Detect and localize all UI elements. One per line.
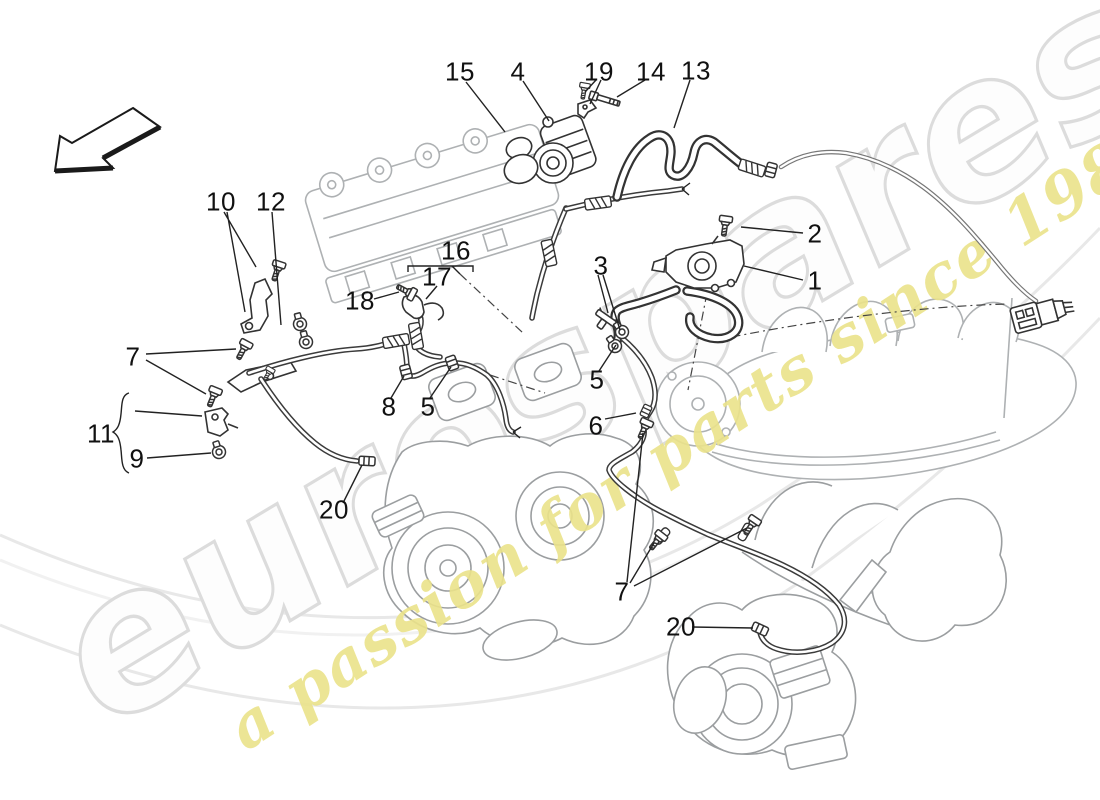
callout-5-left: 5 bbox=[420, 391, 436, 422]
callout-6: 6 bbox=[588, 410, 604, 441]
callout-1: 1 bbox=[807, 265, 823, 296]
direction-arrow-icon bbox=[53, 106, 162, 174]
callout-8: 8 bbox=[381, 391, 397, 422]
leader-lines bbox=[111, 79, 804, 629]
callout-7-right: 7 bbox=[614, 576, 630, 607]
clamp-12 bbox=[296, 328, 315, 351]
callout-9: 9 bbox=[129, 443, 145, 474]
callout-11: 11 bbox=[87, 418, 115, 449]
callout-10: 10 bbox=[206, 186, 236, 217]
callout-17: 17 bbox=[422, 261, 452, 292]
gasket-15 bbox=[503, 136, 539, 185]
callout-20-left: 20 bbox=[319, 494, 349, 525]
right-exhaust-manifold-turbo bbox=[666, 481, 1007, 771]
callout-13: 13 bbox=[681, 55, 711, 86]
bracket-17 bbox=[401, 294, 445, 321]
bracket-10 bbox=[240, 277, 273, 334]
bracket-11 bbox=[204, 407, 239, 437]
bracket-19 bbox=[577, 99, 598, 120]
callout-14: 14 bbox=[636, 56, 666, 87]
callout-5-right: 5 bbox=[589, 364, 605, 395]
callout-2: 2 bbox=[807, 218, 823, 249]
callout-12: 12 bbox=[256, 186, 286, 217]
braid-sleeve bbox=[583, 195, 613, 211]
nipple-20-left bbox=[358, 455, 376, 467]
callout-20-right: 20 bbox=[666, 611, 696, 642]
throttle-body bbox=[655, 361, 741, 447]
connector-sensor bbox=[1009, 298, 1075, 334]
center-turbochargers bbox=[371, 342, 654, 661]
callout-4: 4 bbox=[510, 56, 526, 87]
clamp-12 bbox=[290, 310, 309, 333]
screw-7 bbox=[202, 384, 224, 410]
callout-19: 19 bbox=[584, 56, 614, 87]
t-fitting-3 bbox=[595, 307, 618, 330]
air-valve-1 bbox=[651, 235, 745, 293]
air-pump bbox=[532, 114, 597, 184]
callout-3: 3 bbox=[593, 250, 609, 281]
screw-7 bbox=[231, 337, 255, 363]
callout-16: 16 bbox=[441, 235, 471, 266]
dark-parts bbox=[202, 81, 1075, 655]
callout-7-left: 7 bbox=[125, 341, 141, 372]
callout-15: 15 bbox=[445, 56, 475, 87]
callout-18: 18 bbox=[345, 285, 375, 316]
